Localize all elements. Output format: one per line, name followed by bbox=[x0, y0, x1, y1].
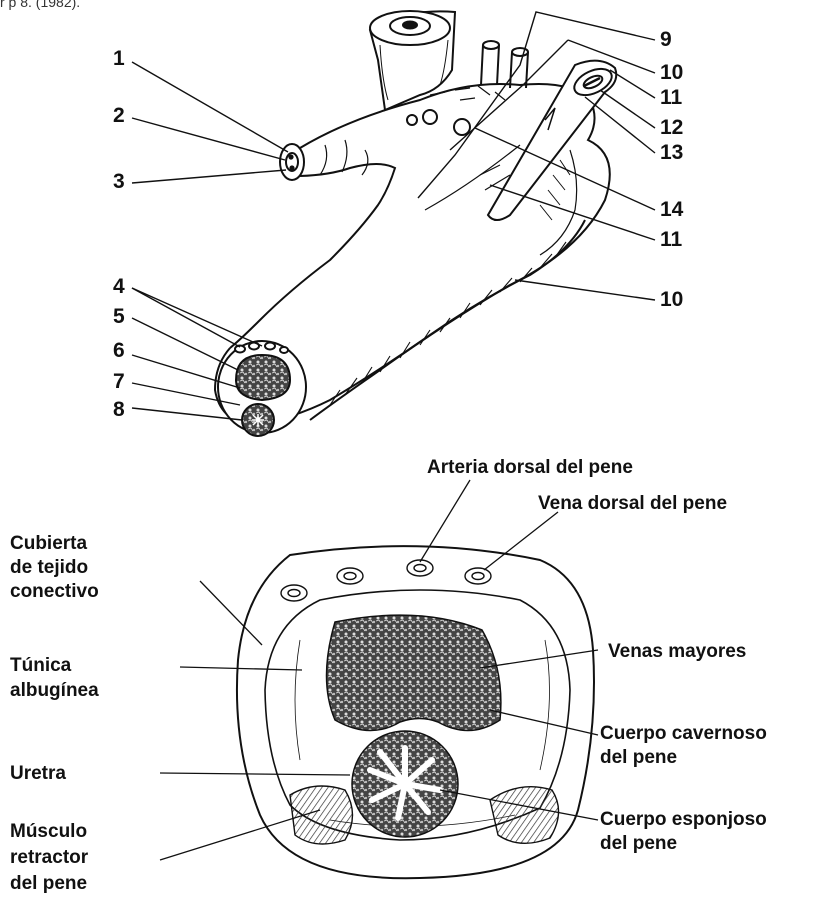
label-arteria-dorsal: Arteria dorsal del pene bbox=[427, 456, 633, 479]
label-9: 9 bbox=[660, 28, 672, 52]
label-cuerpo-cavernoso-line2: del pene bbox=[600, 746, 677, 769]
label-12: 12 bbox=[660, 116, 683, 140]
cross-section-drawing bbox=[237, 546, 594, 878]
label-musculo-line3: del pene bbox=[10, 872, 87, 895]
label-2: 2 bbox=[113, 104, 125, 128]
label-cubierta-line3: conectivo bbox=[10, 580, 99, 603]
label-3: 3 bbox=[113, 170, 125, 194]
label-vena-dorsal: Vena dorsal del pene bbox=[538, 492, 727, 515]
label-6: 6 bbox=[113, 339, 125, 363]
label-4: 4 bbox=[113, 275, 125, 299]
label-cuerpo-cavernoso-line1: Cuerpo cavernoso bbox=[600, 722, 767, 745]
label-tunica-line1: Túnica bbox=[10, 654, 71, 677]
label-10-lower: 10 bbox=[660, 288, 683, 312]
label-venas-mayores: Venas mayores bbox=[608, 640, 746, 663]
label-7: 7 bbox=[113, 370, 125, 394]
label-tunica-line2: albugínea bbox=[10, 679, 99, 702]
label-8: 8 bbox=[113, 398, 125, 422]
label-musculo-line2: retractor bbox=[10, 846, 88, 869]
label-cubierta-line1: Cubierta bbox=[10, 532, 87, 555]
label-cuerpo-esponjoso-line2: del pene bbox=[600, 832, 677, 855]
label-11-upper: 11 bbox=[660, 86, 682, 110]
upper-organ-drawing bbox=[215, 11, 616, 436]
label-cuerpo-esponjoso-line1: Cuerpo esponjoso bbox=[600, 808, 767, 831]
label-11-lower: 11 bbox=[660, 228, 682, 252]
label-5: 5 bbox=[113, 305, 125, 329]
label-1: 1 bbox=[113, 47, 125, 71]
label-13: 13 bbox=[660, 141, 683, 165]
label-cubierta-line2: de tejido bbox=[10, 556, 88, 579]
label-uretra: Uretra bbox=[10, 762, 66, 785]
label-10-upper: 10 bbox=[660, 61, 683, 85]
label-14: 14 bbox=[660, 198, 683, 222]
label-musculo-line1: Músculo bbox=[10, 820, 87, 843]
